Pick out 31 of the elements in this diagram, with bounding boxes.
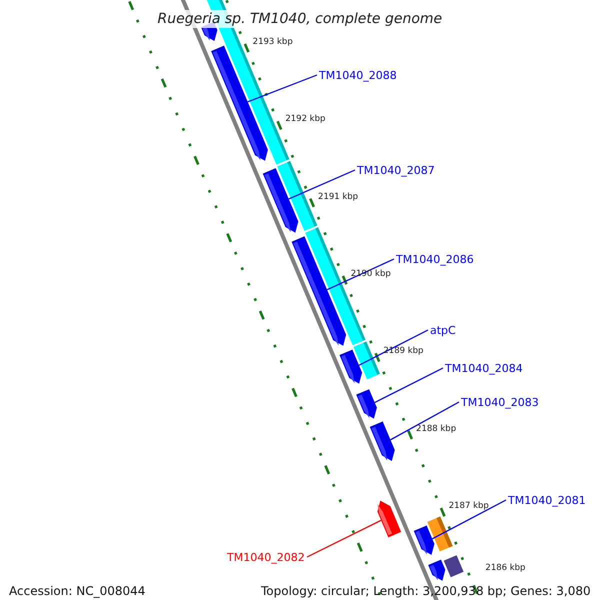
leader-line	[432, 499, 506, 540]
leader-line	[288, 169, 356, 200]
gene-feature-block	[340, 350, 362, 384]
gene-label: TM1040_2084	[445, 362, 523, 374]
gene-feature-block	[377, 500, 402, 538]
leader-line	[326, 258, 394, 290]
tick-label: 2193 kbp	[252, 38, 293, 46]
gene-label: atpC	[430, 324, 456, 336]
gene-feature-block	[356, 389, 377, 419]
leader-line	[374, 367, 444, 404]
tick-label: 2186 kbp	[485, 564, 526, 572]
leader-line	[390, 401, 460, 440]
gene-feature-block	[292, 236, 346, 346]
gene-label: TM1040_2086	[396, 254, 474, 264]
accession-label: Accession: NC_008044	[9, 585, 146, 597]
gene-label: TM1040_2081	[508, 494, 586, 506]
leader-line	[248, 74, 318, 102]
gene-label: TM1040_2088	[319, 70, 397, 80]
gene-label: TM1040_2087	[357, 164, 435, 176]
tick-label: 2188 kbp	[416, 424, 456, 434]
gene-feature-block	[370, 421, 395, 461]
gene-label: TM1040_2082	[227, 552, 305, 562]
tick-label: 2189 kbp	[383, 347, 424, 356]
gene-feature-block	[262, 168, 298, 233]
gene-feature-block	[414, 526, 434, 555]
gene-feature-block	[211, 46, 268, 161]
gene-label: TM1040_2083	[461, 396, 539, 408]
leader-line	[306, 520, 382, 558]
leader-line	[358, 329, 428, 366]
tick-label: 2191 kbp	[318, 192, 358, 202]
gene-feature-block	[428, 560, 446, 581]
